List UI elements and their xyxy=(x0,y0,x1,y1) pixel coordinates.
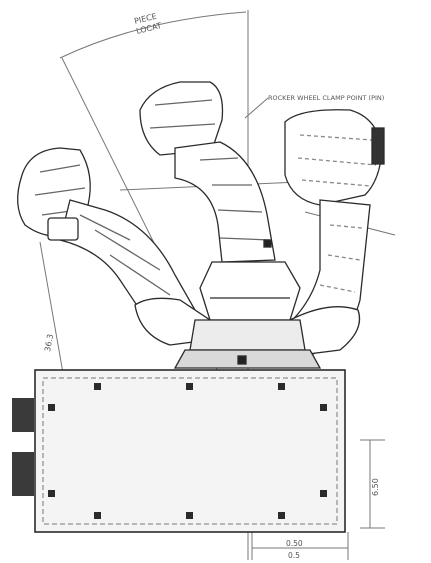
right-arm-head-ribs xyxy=(297,134,377,187)
left-connector-bottom xyxy=(12,452,34,496)
base-plate xyxy=(12,369,346,533)
hub-right-collar xyxy=(287,306,361,356)
center-arm-segment xyxy=(174,141,276,263)
mounting-hole xyxy=(278,512,285,519)
mounting-hole xyxy=(48,490,55,497)
mounting-hole xyxy=(320,404,327,411)
center-arm-head-ribs xyxy=(149,99,216,129)
left-arm-ribs xyxy=(79,214,171,296)
mounting-hole xyxy=(320,490,327,497)
left-connector-top xyxy=(12,398,34,432)
hub-upper xyxy=(199,261,301,321)
left-arm-segment xyxy=(59,199,196,326)
mounting-hole xyxy=(186,512,193,519)
left-arm xyxy=(17,147,196,326)
right-arm-ribs xyxy=(304,224,363,326)
mounting-hole xyxy=(48,404,55,411)
center-arm-marker xyxy=(263,239,272,248)
mounting-hole xyxy=(94,383,101,390)
mounting-hole xyxy=(186,383,193,390)
dim-label-right: 6.50 xyxy=(371,478,380,496)
hub-lower xyxy=(189,319,306,351)
center-arm-ribs xyxy=(199,157,271,241)
mounting-holes xyxy=(48,383,327,519)
base-plate-outline xyxy=(34,369,346,533)
right-arm-head xyxy=(284,109,383,206)
hub-flange xyxy=(173,349,322,369)
right-arm-clamp xyxy=(371,127,385,165)
angle-arc-top xyxy=(59,11,247,59)
dim-label-bottom-2: 0.5 xyxy=(288,551,300,560)
left-arm-joint xyxy=(47,217,79,241)
mounting-hole xyxy=(94,512,101,519)
hub-center-marker xyxy=(237,355,247,365)
base-plate-inner-outline xyxy=(42,377,338,525)
leader-line-pivot xyxy=(244,97,269,119)
mounting-hole xyxy=(278,383,285,390)
pivot-note-label: ROCKER WHEEL CLAMP POINT (PIN) xyxy=(268,94,384,102)
dim-label-bottom-1: 0.50 xyxy=(286,539,303,548)
center-arm xyxy=(139,81,276,263)
base-hub xyxy=(134,261,361,369)
dim-label-left: 36.3 xyxy=(43,333,55,352)
